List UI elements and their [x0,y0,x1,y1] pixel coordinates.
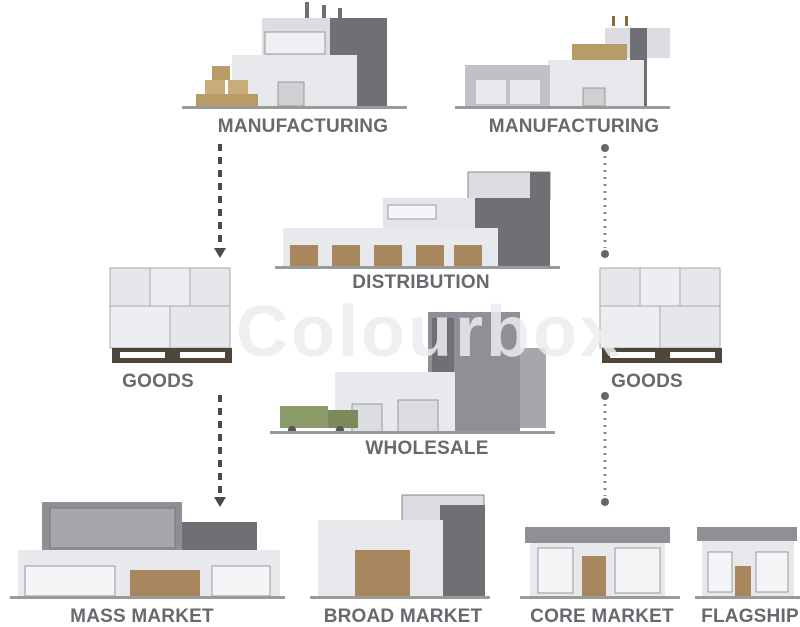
label-goods-left: GOODS [122,371,194,392]
left-arrow-lower [214,395,226,507]
label-wholesale: WHOLESALE [365,438,489,459]
core-market-building [520,527,680,599]
mass-market-building [10,502,285,599]
label-flagship: FLAGSHIP [701,606,799,627]
manufacturing-left-building [182,2,407,109]
flagship-building [695,527,800,599]
label-manufacturing-right: MANUFACTURING [488,116,660,137]
manufacturing-right-building [455,16,670,109]
goods-left-pallet [109,267,232,363]
distribution-building [275,171,560,269]
watermark: Colourbox [236,292,623,372]
label-manufacturing-left: MANUFACTURING [217,116,389,137]
label-core-market: CORE MARKET [530,606,674,627]
label-distribution: DISTRIBUTION [352,272,490,293]
left-arrow-upper [214,144,226,258]
label-broad-market: BROAD MARKET [323,606,483,627]
label-mass-market: MASS MARKET [70,606,214,627]
goods-right-pallet [599,267,722,363]
wholesale-building [270,312,555,434]
label-goods-right: GOODS [611,371,683,392]
right-dotted-line-upper [601,144,609,258]
right-dotted-line-lower [601,392,609,506]
broad-market-building [310,494,490,599]
